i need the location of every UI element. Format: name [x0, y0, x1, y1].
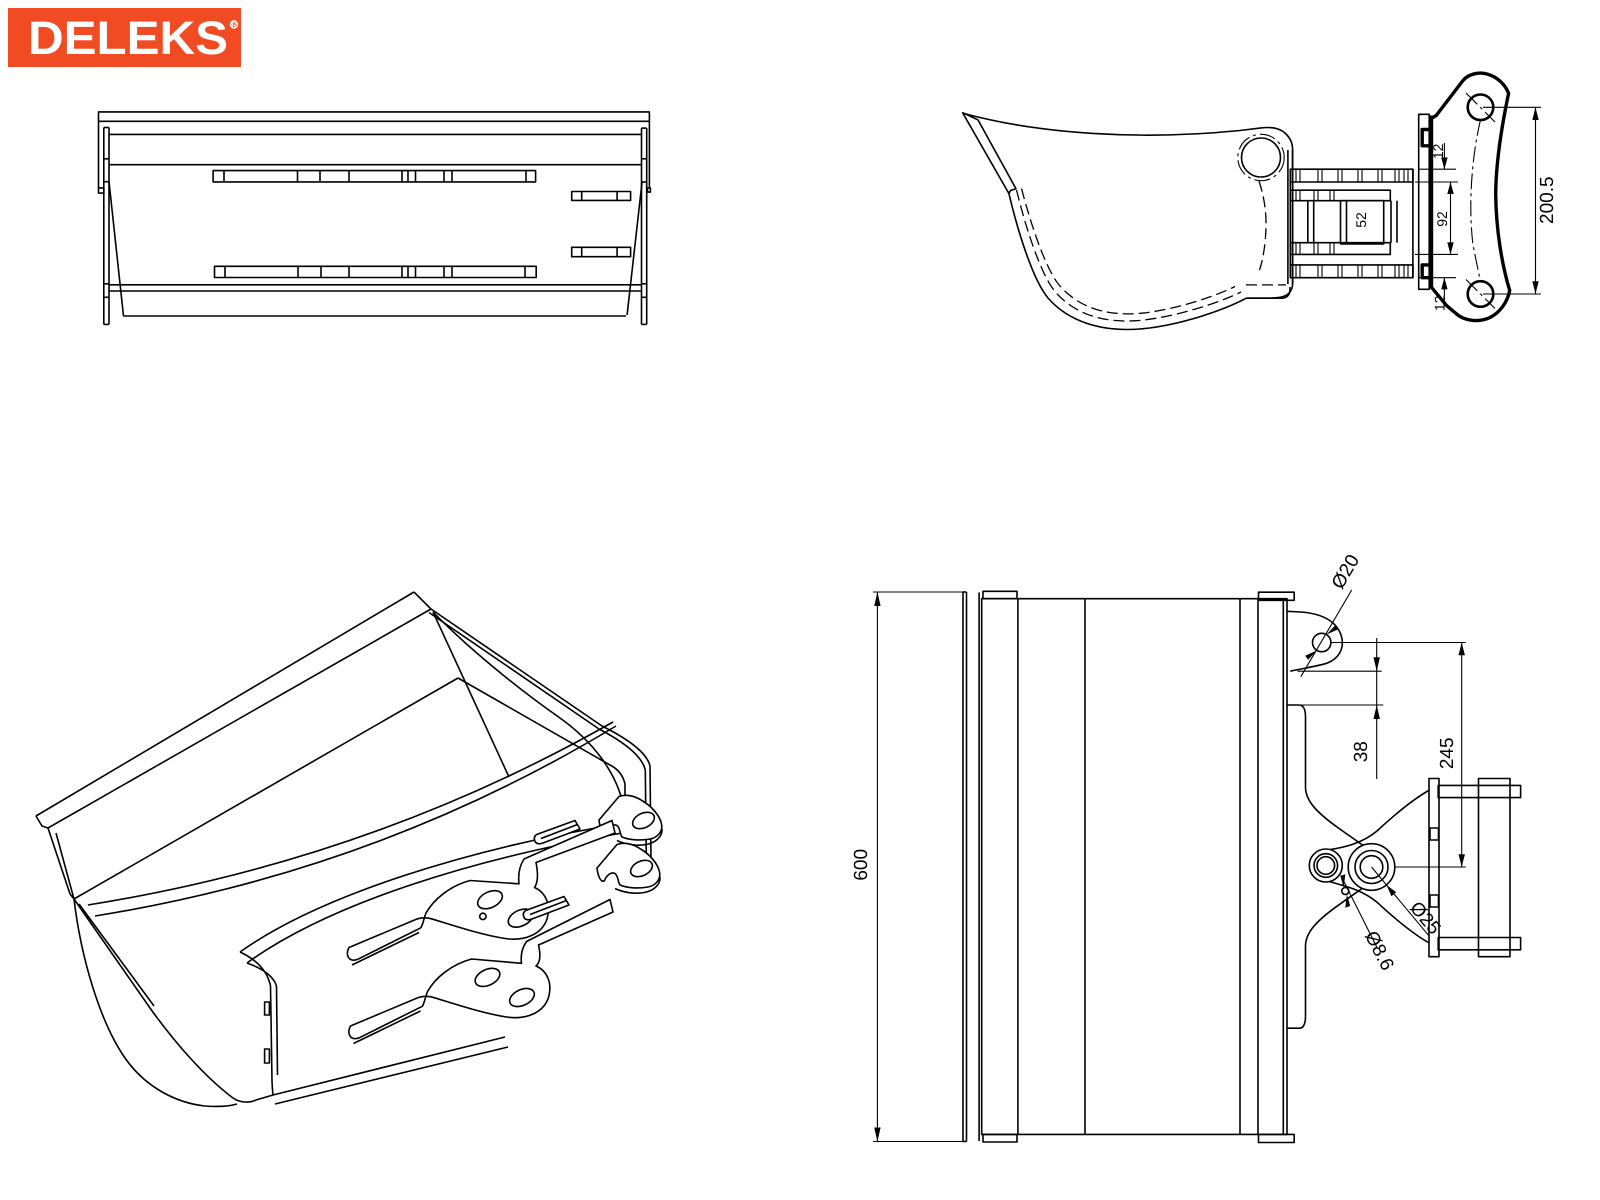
svg-text:12: 12: [1432, 295, 1448, 311]
svg-text:600: 600: [851, 849, 872, 881]
svg-text:92: 92: [1434, 211, 1450, 227]
svg-text:DELEKS: DELEKS: [28, 11, 228, 64]
svg-text:200.5: 200.5: [1537, 176, 1558, 224]
svg-text:52: 52: [1353, 212, 1369, 228]
svg-text:38: 38: [1351, 741, 1372, 762]
svg-text:R: R: [231, 21, 237, 30]
svg-text:12: 12: [1430, 143, 1446, 159]
svg-text:245: 245: [1437, 737, 1458, 769]
